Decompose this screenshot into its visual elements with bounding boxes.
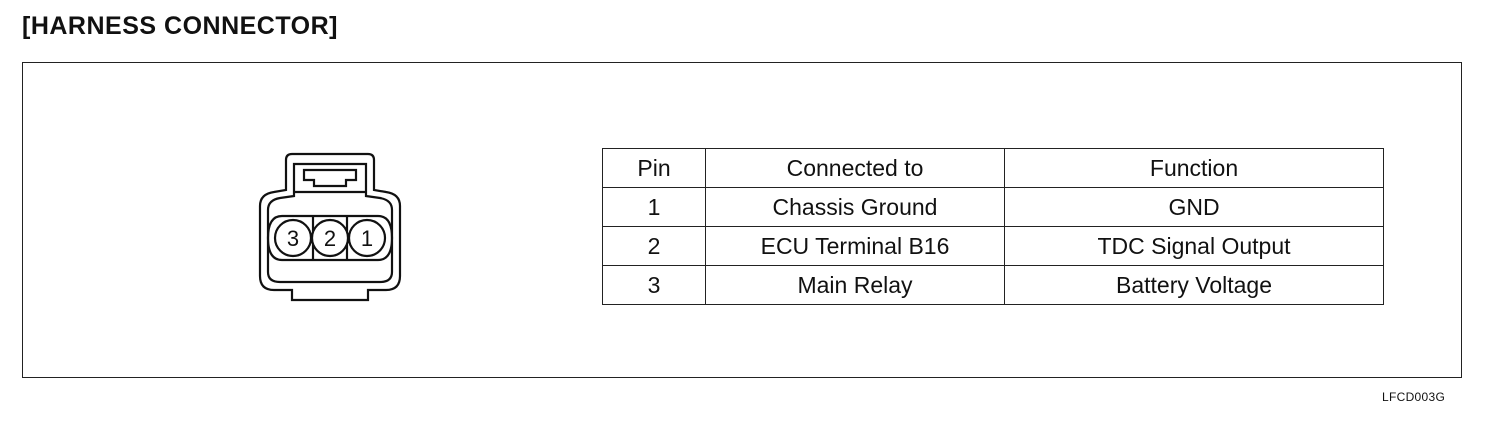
connector-shell-inner bbox=[266, 162, 394, 284]
cell-function: TDC Signal Output bbox=[1004, 226, 1384, 266]
figure-code: LFCD003G bbox=[1382, 390, 1446, 404]
table-row: 3 Main Relay Battery Voltage bbox=[602, 265, 1384, 305]
cell-pin: 2 bbox=[602, 226, 706, 266]
cell-pin: 3 bbox=[602, 265, 706, 305]
pin-function-table: Pin Connected to Function 1 Chassis Grou… bbox=[602, 148, 1384, 305]
table-row: 1 Chassis Ground GND bbox=[602, 187, 1384, 227]
cell-connected-to: Main Relay bbox=[705, 265, 1005, 305]
pin-cavity bbox=[266, 214, 394, 262]
diagram-frame: 3 2 1 Pin Connected to Function 1 Chassi… bbox=[22, 62, 1462, 378]
cell-connected-to: Chassis Ground bbox=[705, 187, 1005, 227]
pin-label: 1 bbox=[361, 226, 373, 251]
cell-pin: 1 bbox=[602, 187, 706, 227]
connector-latch bbox=[302, 168, 358, 188]
table-header-row: Pin Connected to Function bbox=[602, 148, 1384, 188]
cell-function: Battery Voltage bbox=[1004, 265, 1384, 305]
cell-function: GND bbox=[1004, 187, 1384, 227]
header-pin: Pin bbox=[602, 148, 706, 188]
table-row: 2 ECU Terminal B16 TDC Signal Output bbox=[602, 226, 1384, 266]
pin-label: 2 bbox=[324, 226, 336, 251]
header-connected-to: Connected to bbox=[705, 148, 1005, 188]
page-title: [HARNESS CONNECTOR] bbox=[22, 12, 338, 40]
connector-shell-outer bbox=[258, 152, 402, 302]
connector-illustration: 3 2 1 bbox=[258, 152, 402, 302]
header-function: Function bbox=[1004, 148, 1384, 188]
pin-1-circle bbox=[347, 218, 387, 258]
pin-label: 3 bbox=[287, 226, 299, 251]
cell-connected-to: ECU Terminal B16 bbox=[705, 226, 1005, 266]
